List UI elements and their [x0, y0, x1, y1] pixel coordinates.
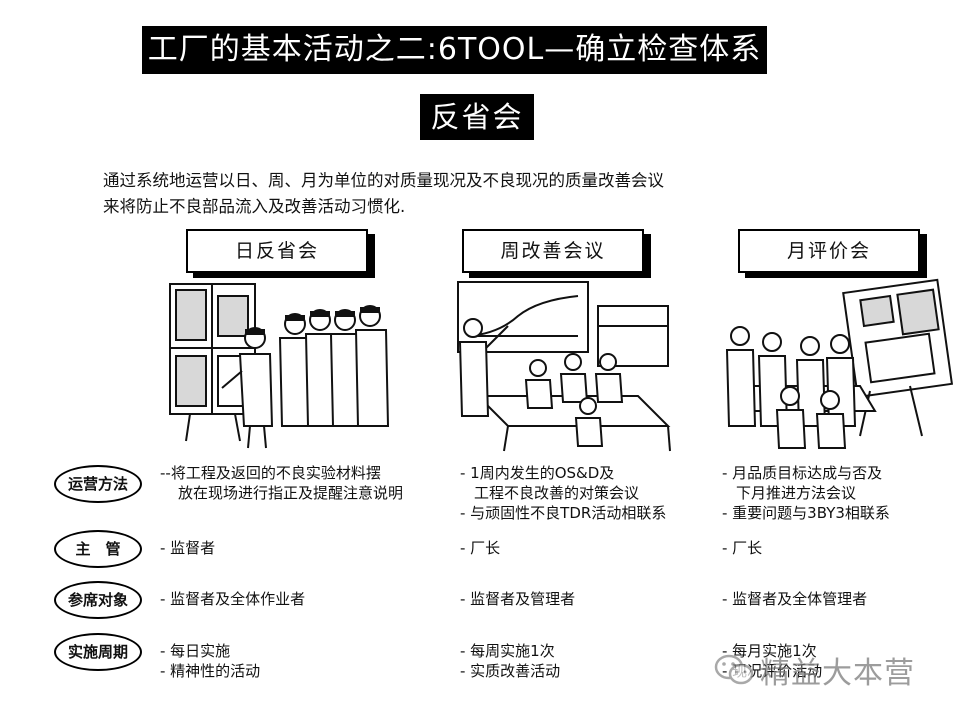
- row-label-operation-method: 运营方法: [54, 465, 142, 503]
- column-heading-weekly: 周改善会议: [462, 229, 644, 273]
- weekly-improvement-meeting-illustration: [457, 281, 671, 452]
- watermark-text: 精益大本营: [760, 656, 915, 691]
- cell-supervisor-monthly: - 厂长: [722, 539, 763, 557]
- cell-operation-weekly: - 1周内发生的OS&D及 工程不良改善的对策会议 - 与顽固性不良TDR活动相…: [460, 463, 666, 523]
- monthly-evaluation-meeting-illustration: [725, 278, 954, 449]
- cell-line: - 月品质目标达成与否及: [722, 464, 883, 482]
- cell-line: - 实质改善活动: [460, 662, 561, 680]
- cell-frequency-weekly: - 每周实施1次 - 实质改善活动: [460, 641, 560, 681]
- cell-participants-monthly: - 监督者及全体管理者: [722, 590, 868, 608]
- row-label-participants: 参席对象: [54, 581, 142, 619]
- watermark: 精益大本营: [714, 648, 950, 692]
- cell-line: - 每日实施: [160, 642, 231, 660]
- cell-supervisor-weekly: - 厂长: [460, 539, 501, 557]
- cell-line: - 精神性的活动: [160, 662, 261, 680]
- page-title: 工厂的基本活动之二:6TOOL—确立检查体系: [142, 26, 767, 74]
- cell-line: 放在现场进行指正及提醒注意说明: [178, 484, 404, 502]
- cell-frequency-daily: - 每日实施 - 精神性的活动: [160, 641, 260, 681]
- column-heading-monthly: 月评价会: [738, 229, 920, 273]
- wechat-icon: [714, 654, 754, 685]
- intro-text: 通过系统地运营以日、周、月为单位的对质量现况及不良现况的质量改善会议 来将防止不…: [103, 168, 863, 220]
- row-label-frequency: 实施周期: [54, 633, 142, 671]
- cell-participants-weekly: - 监督者及管理者: [460, 590, 576, 608]
- cell-line: - 每周实施1次: [460, 642, 555, 660]
- cell-line: - 与顽固性不良TDR活动相联系: [460, 504, 667, 522]
- cell-line: 下月推进方法会议: [736, 484, 857, 502]
- section-subtitle: 反省会: [420, 94, 534, 140]
- daily-review-meeting-illustration: [169, 283, 390, 449]
- row-label-supervisor: 主 管: [54, 530, 142, 568]
- cell-line: 工程不良改善的对策会议: [474, 484, 640, 502]
- cell-supervisor-daily: - 监督者: [160, 539, 216, 557]
- cell-operation-daily: --将工程及返回的不良实验材料摆 放在现场进行指正及提醒注意说明: [160, 463, 403, 503]
- column-heading-daily: 日反省会: [186, 229, 368, 273]
- cell-line: - 重要问题与3BY3相联系: [722, 504, 890, 522]
- cell-participants-daily: - 监督者及全体作业者: [160, 590, 306, 608]
- cell-operation-monthly: - 月品质目标达成与否及 下月推进方法会议 - 重要问题与3BY3相联系: [722, 463, 890, 523]
- cell-line: - 1周内发生的OS&D及: [460, 464, 615, 482]
- intro-line-1: 通过系统地运营以日、周、月为单位的对质量现况及不良现况的质量改善会议: [103, 171, 664, 190]
- cell-line: --将工程及返回的不良实验材料摆: [160, 464, 381, 482]
- cell-line: - 每月实施1次: [722, 642, 817, 660]
- intro-line-2: 来将防止不良部品流入及改善活动习惯化.: [103, 197, 406, 216]
